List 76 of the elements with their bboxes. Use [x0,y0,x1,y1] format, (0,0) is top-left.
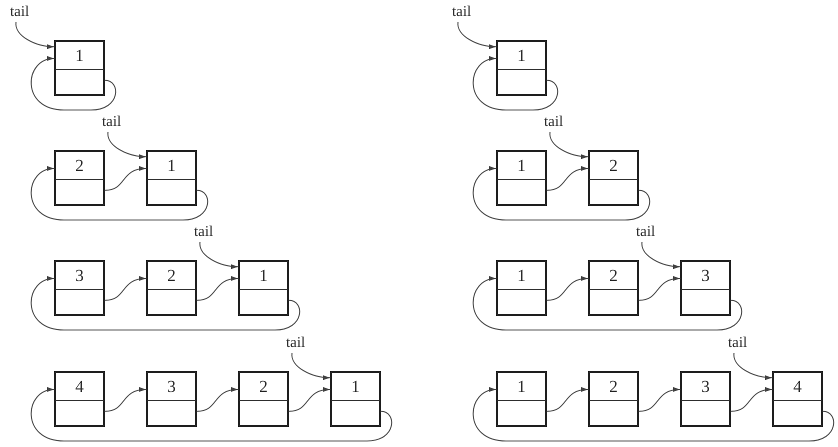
node-value: 1 [75,47,84,64]
list-node [146,150,197,206]
arrow [104,388,146,412]
list-node [588,260,639,316]
list-node [680,371,731,427]
list-node [146,260,197,316]
node-value: 1 [351,378,360,395]
arrow [641,242,680,269]
list-node [54,260,105,316]
arrow [472,57,558,111]
arrow [472,167,650,221]
arrow [107,132,146,159]
list-node [54,150,105,206]
arrow [472,388,834,442]
arrow [733,353,772,380]
arrow [546,166,588,191]
node-value: 1 [259,267,268,284]
node-value: 1 [517,378,526,395]
node-value: 2 [167,267,176,284]
list-node [496,371,547,427]
pointer-label: tail [10,2,30,22]
node-value: 3 [75,267,84,284]
node-value: 2 [259,378,268,395]
pointer-label: tail [194,222,214,242]
node-value: 2 [75,157,84,174]
node-value: 1 [517,157,526,174]
pointer-label: tail [728,333,748,353]
list-node [496,150,547,206]
pointer-label: tail [544,112,564,132]
arrow [638,388,680,412]
list-node [54,40,105,96]
arrow [472,277,742,331]
arrow [196,388,238,412]
list-node [772,371,823,427]
node-value: 2 [609,378,618,395]
arrow [30,167,208,221]
arrow [288,388,330,412]
node-value: 3 [701,267,710,284]
node-value: 2 [609,157,618,174]
list-node [238,371,289,427]
node-value: 1 [167,157,176,174]
pointer-label: tail [636,222,656,242]
list-node [54,371,105,427]
arrow [30,277,300,331]
pointer-label: tail [286,333,306,353]
arrow [30,388,392,442]
arrow [546,388,588,412]
node-value: 4 [75,378,84,395]
list-node [680,260,731,316]
arrow [104,166,146,191]
list-node [496,260,547,316]
list-node [496,40,547,96]
list-node [330,371,381,427]
pointer-label: tail [452,2,472,22]
list-node [588,371,639,427]
list-node [238,260,289,316]
node-value: 3 [701,378,710,395]
list-node [146,371,197,427]
arrow [546,276,588,301]
node-value: 3 [167,378,176,395]
arrow [638,276,680,301]
arrow [104,276,146,301]
arrow [199,242,238,269]
arrow [30,57,116,111]
arrow [457,22,496,49]
arrow [291,353,330,380]
node-value: 1 [517,47,526,64]
arrow [196,276,238,301]
arrow [730,388,772,412]
arrow [15,22,54,49]
node-value: 2 [609,267,618,284]
node-value: 4 [793,378,802,395]
pointer-label: tail [102,112,122,132]
list-node [588,150,639,206]
arrow [549,132,588,159]
node-value: 1 [517,267,526,284]
